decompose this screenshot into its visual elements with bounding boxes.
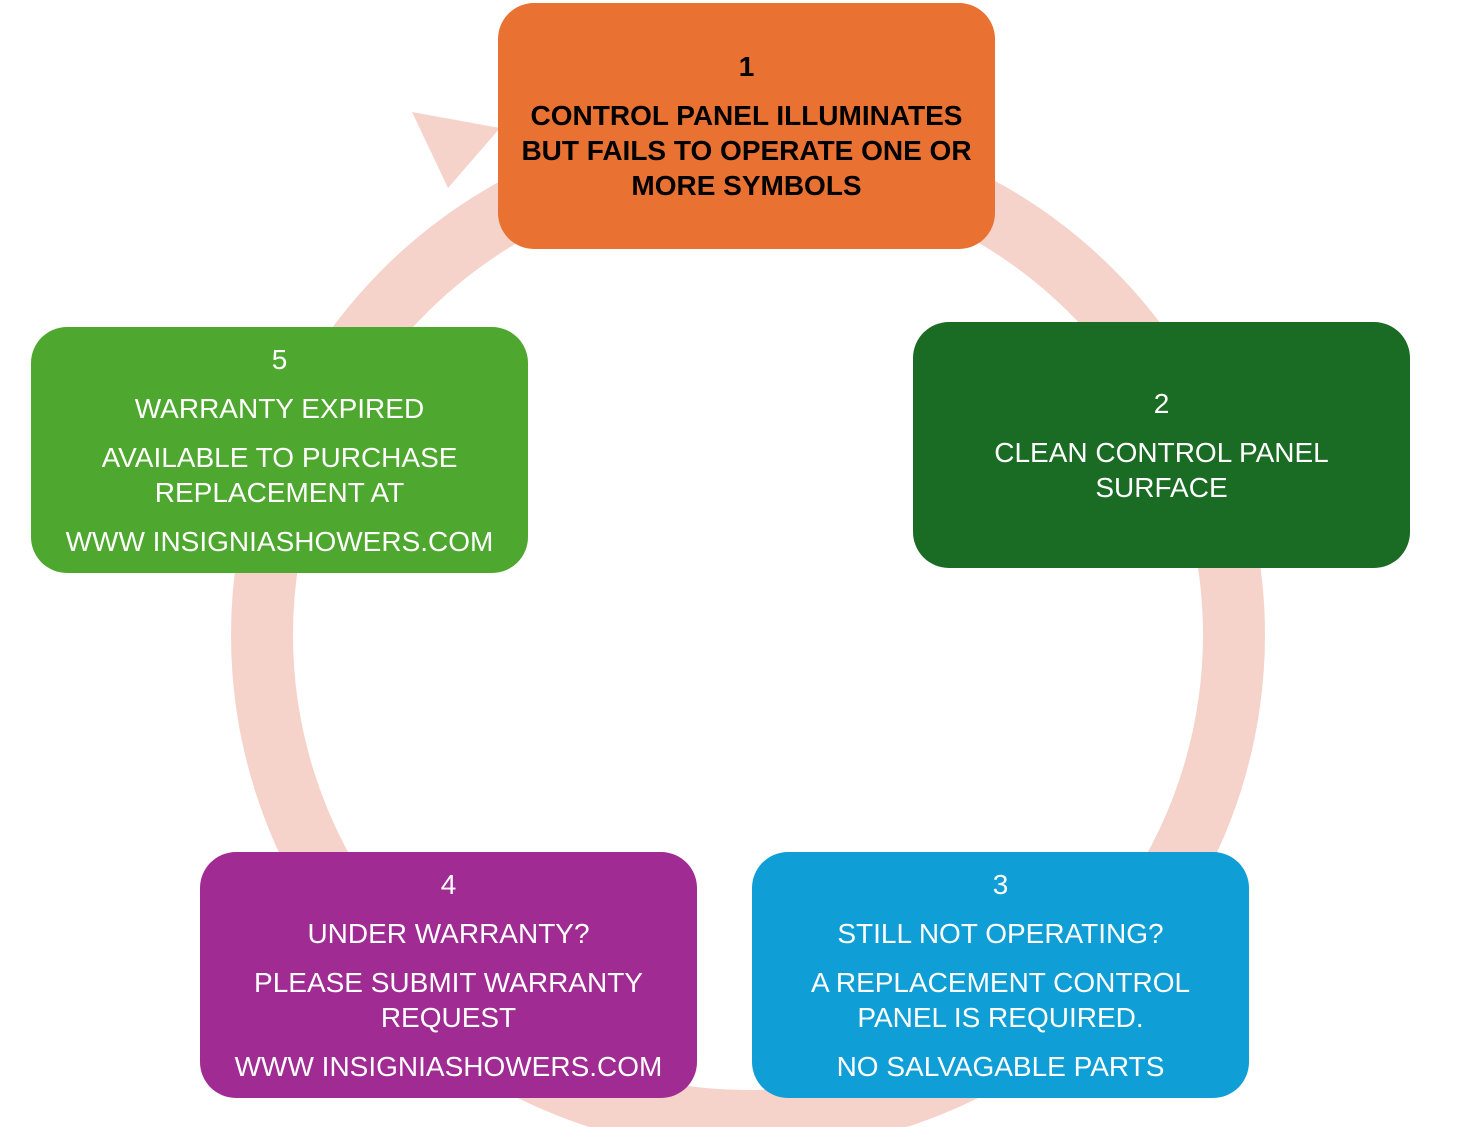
step-2-box: 2 CLEAN CONTROL PANEL SURFACE xyxy=(913,322,1410,568)
step-3-box: 3 STILL NOT OPERATING? A REPLACEMENT CON… xyxy=(752,852,1249,1098)
step-1-text-line-1: CONTROL PANEL ILLUMINATES xyxy=(530,100,963,131)
step-3-text-line-1: STILL NOT OPERATING? xyxy=(837,917,1164,949)
step-5-box: 5 WARRANTY EXPIRED AVAILABLE TO PURCHASE… xyxy=(31,327,528,573)
step-5-text-line-3: REPLACEMENT AT xyxy=(154,476,405,508)
step-5-number: 5 xyxy=(271,343,288,375)
step-3-text-line-3: PANEL IS REQUIRED. xyxy=(857,1001,1144,1033)
step-1-number: 1 xyxy=(738,51,755,82)
step-1-box: 1 CONTROL PANEL ILLUMINATES BUT FAILS TO… xyxy=(498,3,995,249)
step-1-text-line-2: BUT FAILS TO OPERATE ONE OR xyxy=(521,135,972,166)
step-3-number: 3 xyxy=(992,868,1009,900)
step-3-text-line-2: A REPLACEMENT CONTROL xyxy=(810,966,1191,998)
cycle-arrowhead xyxy=(412,112,500,188)
step-4-text-line-1: UNDER WARRANTY? xyxy=(307,917,590,949)
step-2-number: 2 xyxy=(1153,387,1170,419)
step-3-text-line-4: NO SALVAGABLE PARTS xyxy=(836,1050,1165,1082)
step-5-text-line-1: WARRANTY EXPIRED xyxy=(134,392,425,424)
step-5-text-line-2: AVAILABLE TO PURCHASE xyxy=(101,441,458,473)
step-4-box: 4 UNDER WARRANTY? PLEASE SUBMIT WARRANTY… xyxy=(200,852,697,1098)
step-2-text-line-1: CLEAN CONTROL PANEL xyxy=(994,436,1329,468)
step-1-text-line-3: MORE SYMBOLS xyxy=(631,170,862,201)
step-4-text-line-4: WWW INSIGNIASHOWERS.COM xyxy=(234,1050,663,1082)
step-2-text-line-2: SURFACE xyxy=(1095,471,1228,503)
step-4-number: 4 xyxy=(440,868,457,900)
step-4-text-line-3: REQUEST xyxy=(380,1001,517,1033)
step-4-text-line-2: PLEASE SUBMIT WARRANTY xyxy=(254,966,643,998)
step-5-text-line-4: WWW INSIGNIASHOWERS.COM xyxy=(65,525,494,557)
